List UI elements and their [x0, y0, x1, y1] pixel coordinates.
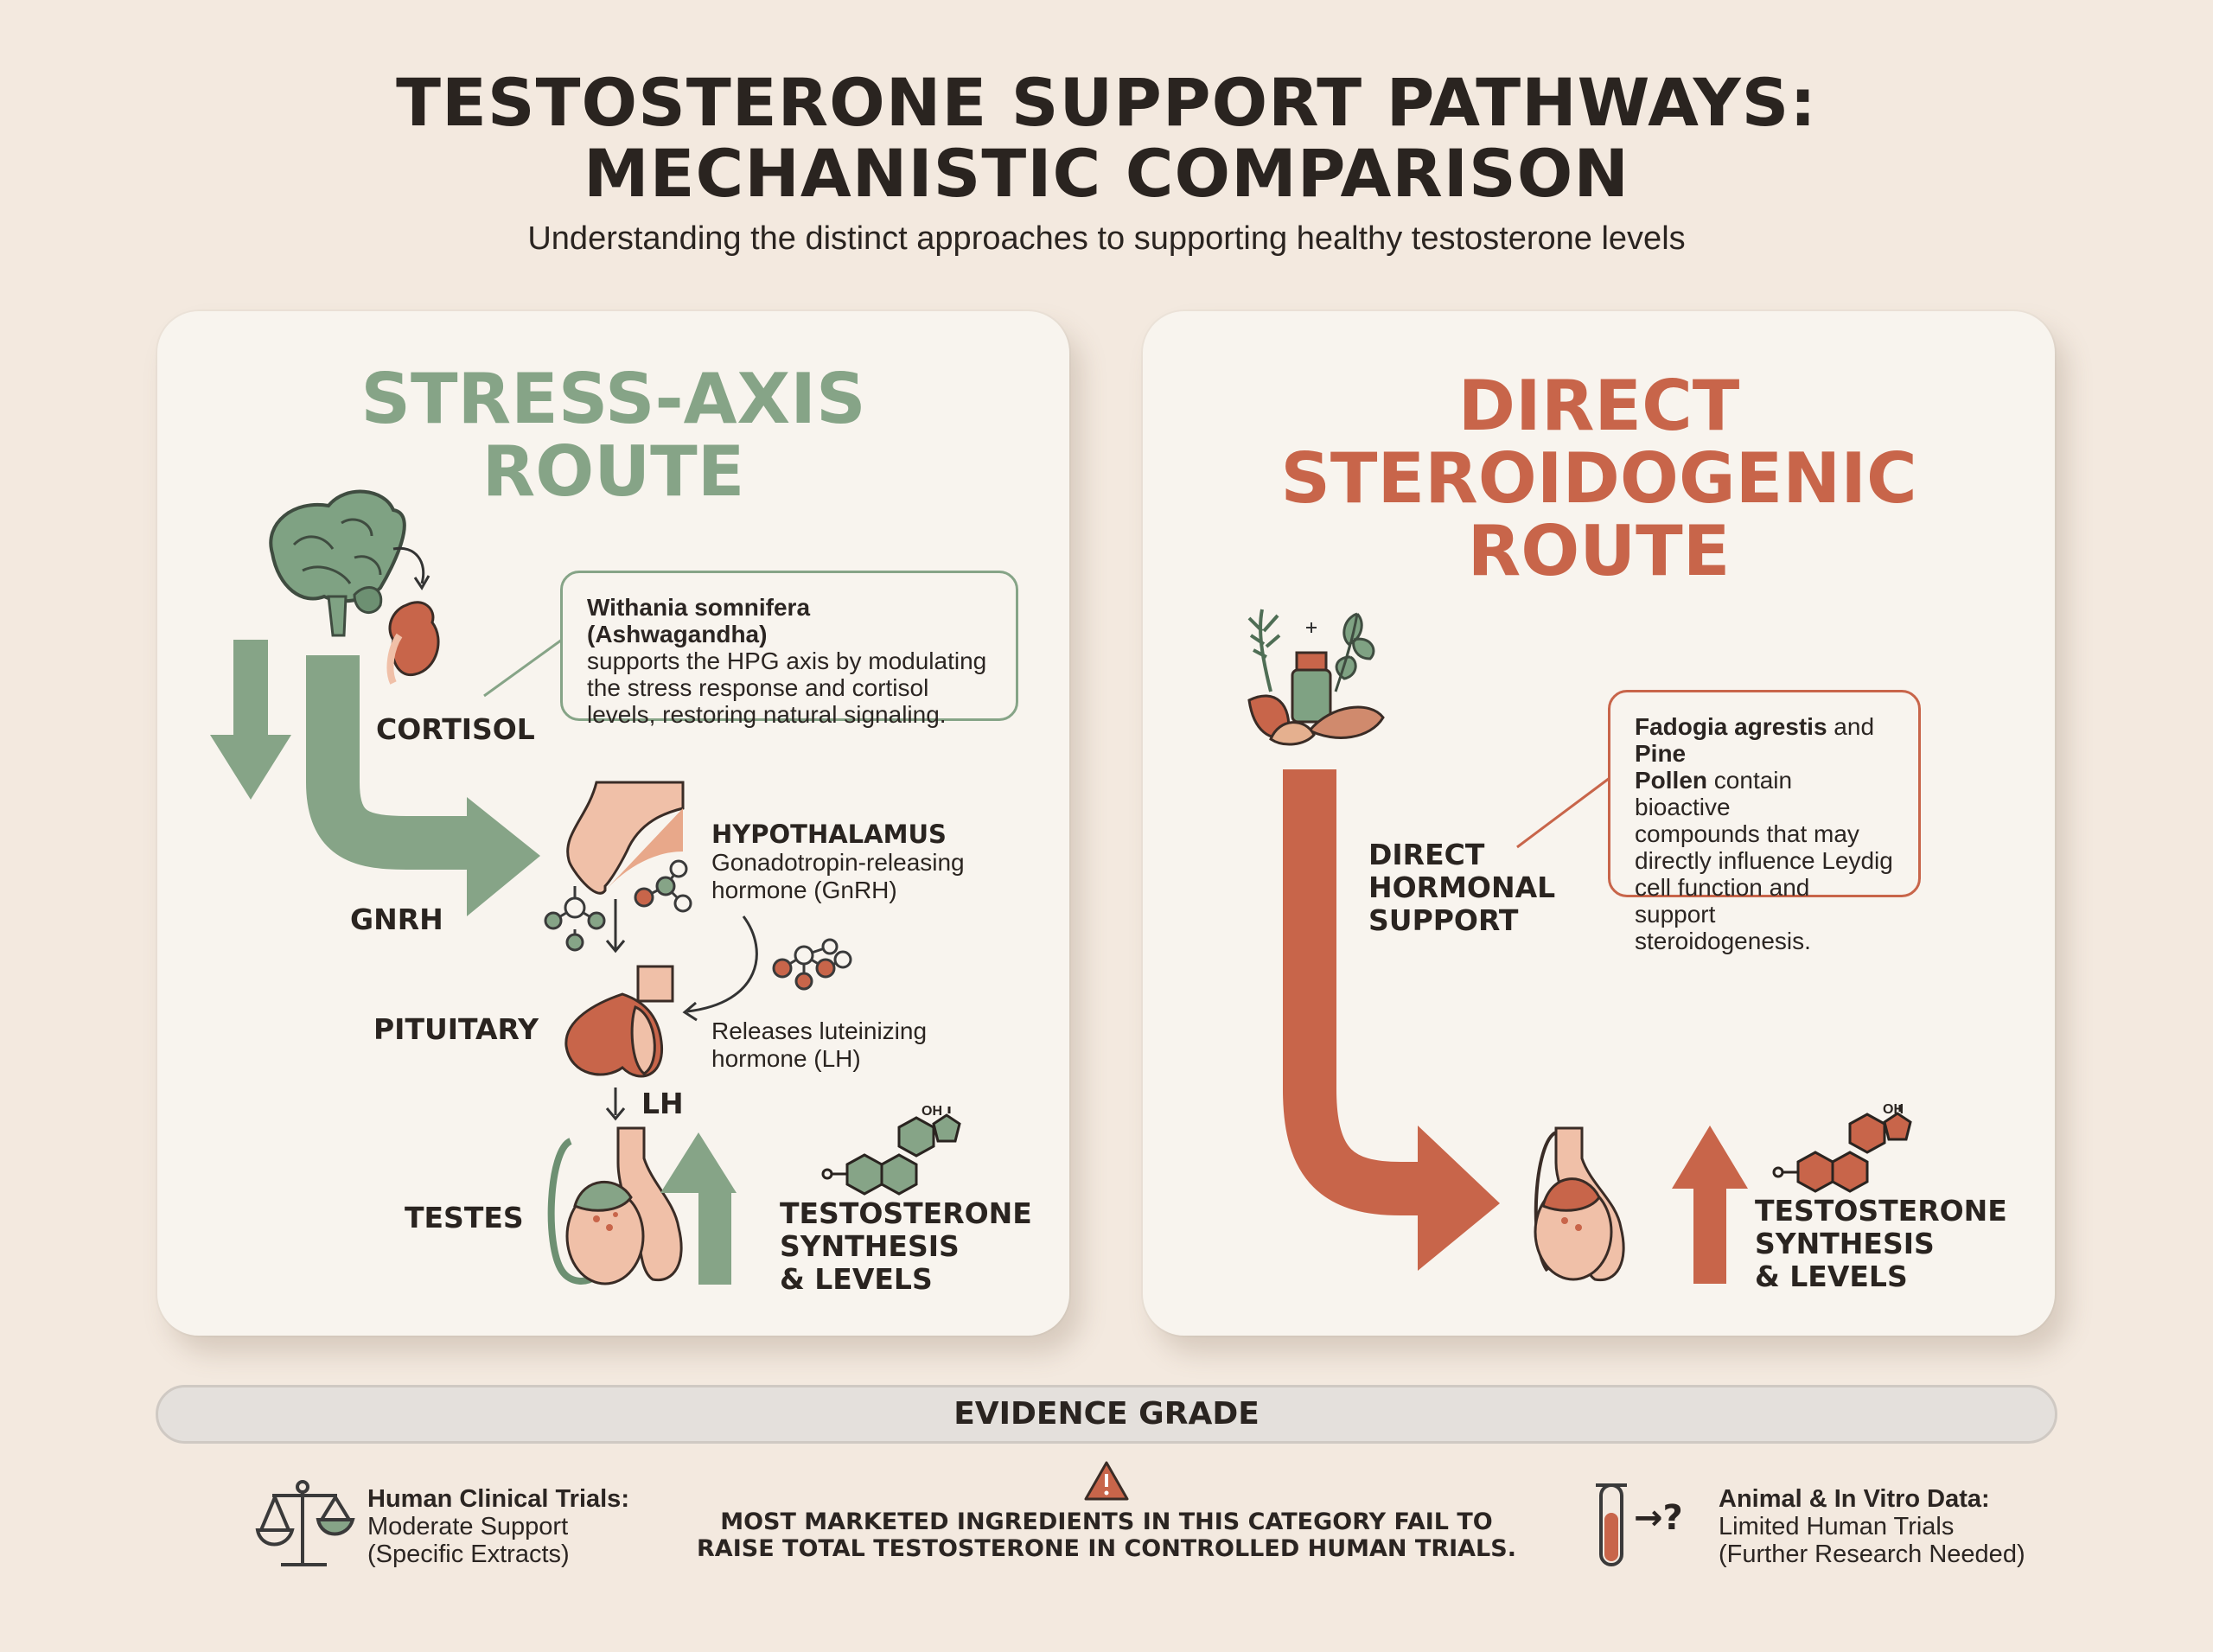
testosterone-result-left-line-3: & LEVELS	[780, 1262, 933, 1296]
direct-hormonal-support-line-3: SUPPORT	[1368, 903, 1519, 937]
testosterone-result-left-line-1: TESTOSTERONE	[780, 1196, 1032, 1230]
hypothalamus-label: HYPOTHALAMUS	[711, 820, 947, 849]
gnrh-label: GNRH	[350, 903, 443, 936]
title-line-1: TESTOSTERONE SUPPORT PATHWAYS:	[396, 64, 1817, 141]
direct-steroidogenic-title-line-2: STEROIDOGENIC	[1280, 438, 1917, 519]
human-trials-line-2: (Specific Extracts)	[367, 1540, 570, 1568]
testes-label: TESTES	[405, 1201, 524, 1234]
hypothalamus-description: Gonadotropin-releasing hormone (GnRH)	[711, 849, 965, 904]
warning-icon	[1084, 1461, 1129, 1501]
direct-hormonal-support-line-2: HORMONAL	[1368, 871, 1556, 904]
page-title: TESTOSTERONE SUPPORT PATHWAYS: MECHANIST…	[0, 67, 2213, 209]
direct-hormonal-support-label: DIRECT HORMONAL SUPPORT	[1368, 839, 1555, 937]
molecule-icon	[772, 938, 852, 991]
human-trials-line-1: Moderate Support	[367, 1513, 569, 1540]
direct-steroidogenic-title-line-3: ROUTE	[1467, 511, 1731, 591]
testes-icon	[547, 1126, 683, 1285]
pollen-callout-bold: Pollen	[1635, 767, 1708, 794]
molecule-icon	[544, 886, 606, 952]
oh-group-label-right: OH	[1883, 1102, 1904, 1117]
oh-group-label-left: OH	[922, 1104, 942, 1119]
stress-axis-title-line-1: STRESS-AXIS	[360, 359, 866, 439]
callout-line-1-tail: contain bioactive	[1635, 767, 1793, 820]
testosterone-result-right-line-2: SYNTHESIS	[1755, 1227, 1935, 1260]
green-down-arrow-icon	[210, 640, 291, 800]
pituitary-description: Releases luteinizing hormone (LH)	[711, 1017, 927, 1073]
lh-label: LH	[641, 1087, 684, 1120]
pituitary-description-line-1: Releases luteinizing	[711, 1017, 928, 1044]
callout-line-4: cell function and support	[1635, 874, 1810, 928]
stress-axis-title-line-2: ROUTE	[482, 431, 745, 512]
warning-line-2: RAISE TOTAL TESTOSTERONE IN CONTROLLED H…	[697, 1535, 1516, 1562]
fadogia-callout-bold: Fadogia agrestis	[1635, 713, 1827, 740]
animal-data-title: Animal & In Vitro Data:	[1719, 1485, 1990, 1513]
testosterone-result-right-line-1: TESTOSTERONE	[1755, 1194, 2007, 1228]
direct-hormonal-support-line-1: DIRECT	[1368, 838, 1485, 871]
ashwagandha-callout-line-3: levels, restoring natural signaling.	[587, 701, 947, 728]
herbal-supplement-icon	[1247, 609, 1385, 746]
curve-arrow-icon	[392, 546, 425, 584]
hypothalamus-description-line-2: hormone (GnRH)	[711, 877, 897, 903]
callout-line-3: directly influence Leydig	[1635, 847, 1893, 874]
human-trials-title: Human Clinical Trials:	[367, 1485, 629, 1513]
direct-steroidogenic-title-line-1: DIRECT	[1457, 366, 1740, 446]
ashwagandha-callout-bold: Withania somnifera (Ashwagandha)	[587, 594, 811, 647]
green-up-arrow-icon	[660, 1132, 737, 1285]
cortisol-label: CORTISOL	[376, 712, 535, 746]
arrow-question-icon: →?	[1634, 1498, 1683, 1538]
testosterone-result-left-line-2: SYNTHESIS	[780, 1229, 960, 1263]
testes-icon	[1534, 1126, 1625, 1282]
ashwagandha-callout: Withania somnifera (Ashwagandha) support…	[560, 571, 1018, 728]
pine-callout-bold: Pine	[1635, 740, 1687, 767]
testosterone-result-right: TESTOSTERONE SYNTHESIS & LEVELS	[1755, 1195, 2007, 1293]
evidence-grade-bar: EVIDENCE GRADE	[156, 1385, 2057, 1444]
animal-data-line-2: (Further Research Needed)	[1719, 1540, 2025, 1568]
ashwagandha-callout-line-1: supports the HPG axis by modulating	[587, 647, 987, 674]
title-line-2: MECHANISTIC COMPARISON	[583, 135, 1630, 212]
callout-line-5: steroidogenesis.	[1635, 928, 1811, 954]
fadogia-callout-and: and	[1827, 713, 1875, 740]
steroid-molecule-icon	[821, 1107, 961, 1196]
testosterone-result-left: TESTOSTERONE SYNTHESIS & LEVELS	[780, 1197, 1032, 1296]
animal-data-line-1: Limited Human Trials	[1719, 1513, 1955, 1540]
test-tube-icon	[1596, 1483, 1627, 1566]
hypothalamus-description-line-1: Gonadotropin-releasing	[711, 849, 965, 876]
rust-curved-arrow-icon	[1283, 769, 1500, 1271]
pituitary-label: PITUITARY	[373, 1012, 539, 1046]
adrenal-gland-icon	[386, 601, 440, 685]
steroid-molecule-icon	[1772, 1105, 1912, 1193]
pituitary-icon	[564, 965, 674, 1078]
fadogia-pine-pollen-callout: Fadogia agrestis and Pine Pollen contain…	[1608, 690, 1921, 954]
hypothalamus-icon	[566, 781, 685, 895]
callout-line-2: compounds that may	[1635, 820, 1859, 847]
testosterone-result-right-line-3: & LEVELS	[1755, 1260, 1908, 1293]
rust-up-arrow-icon	[1672, 1126, 1748, 1284]
pituitary-description-line-2: hormone (LH)	[711, 1045, 861, 1072]
stress-axis-title: STRESS-AXIS ROUTE	[157, 363, 1069, 508]
balance-scale-icon	[255, 1480, 355, 1566]
warning-line-1: MOST MARKETED INGREDIENTS IN THIS CATEGO…	[720, 1508, 1493, 1535]
ashwagandha-callout-line-2: the stress response and cortisol	[587, 674, 929, 701]
molecule-icon	[634, 859, 692, 913]
brain-icon	[269, 489, 406, 637]
green-curved-arrow-icon	[306, 655, 540, 916]
direct-steroidogenic-title: DIRECT STEROIDOGENIC ROUTE	[1143, 370, 2055, 588]
page-subtitle: Understanding the distinct approaches to…	[527, 220, 1686, 257]
